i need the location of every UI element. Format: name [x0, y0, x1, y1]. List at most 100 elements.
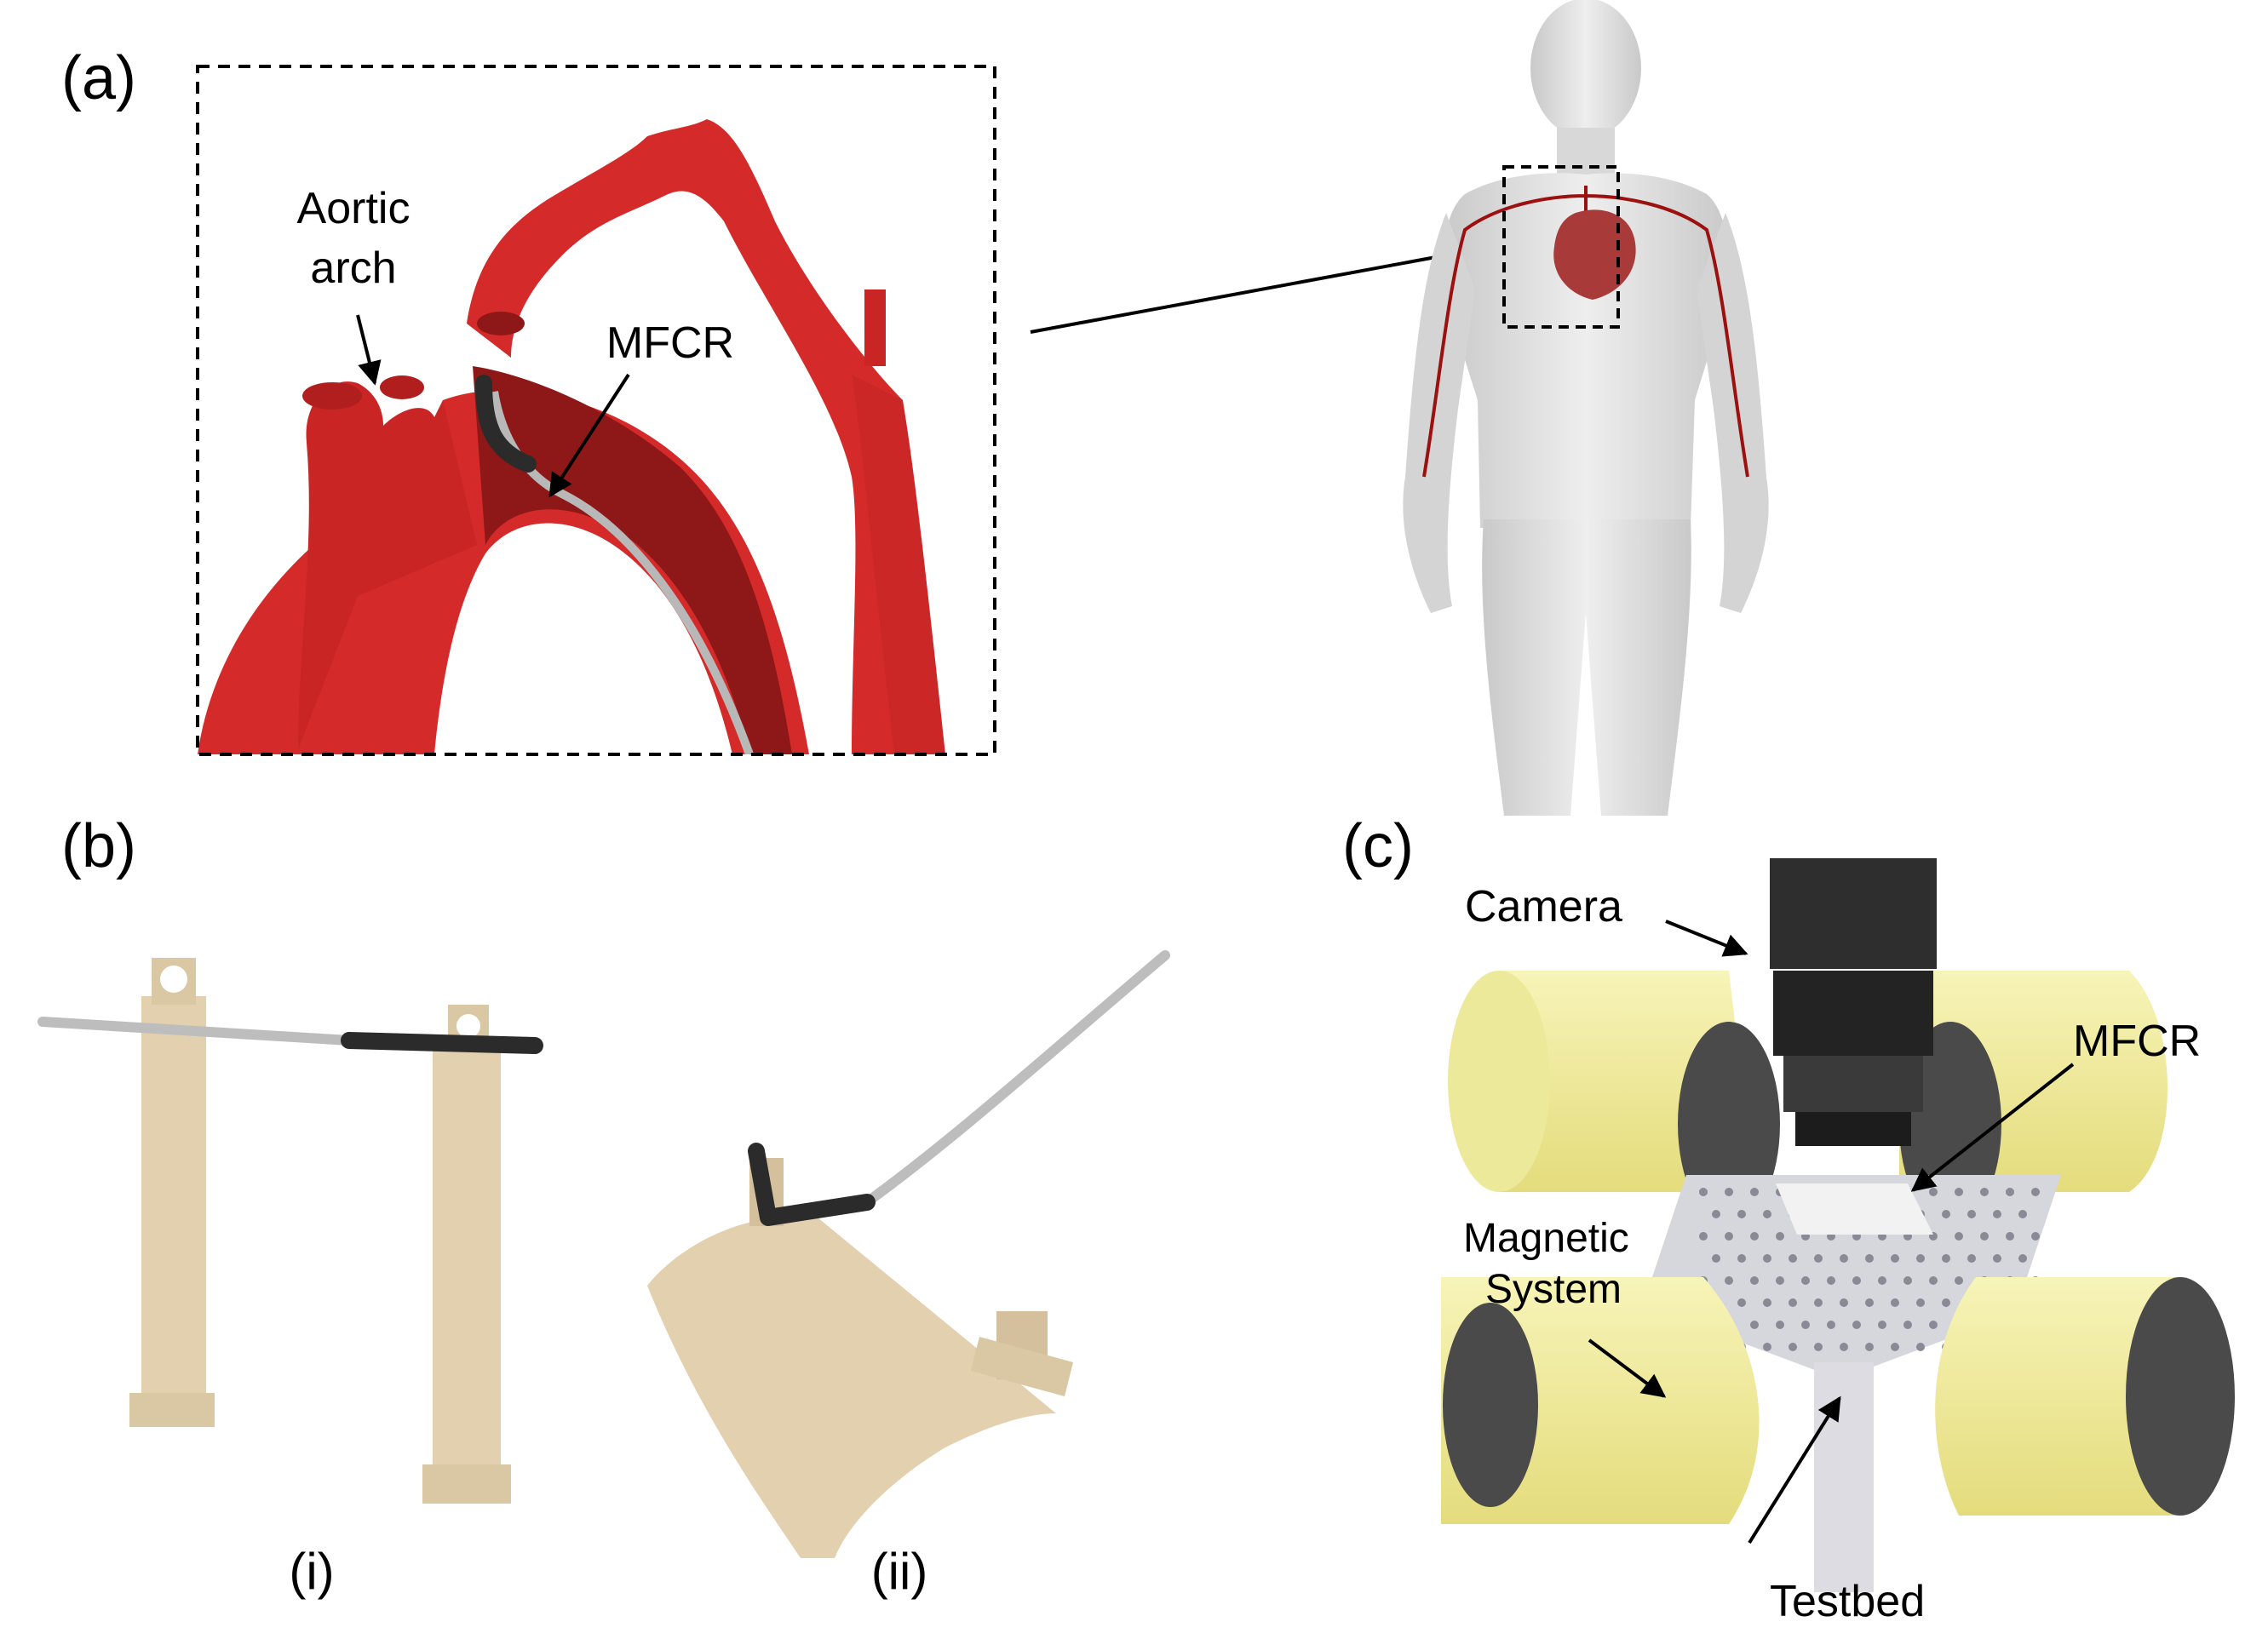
plate-hole [1776, 1276, 1784, 1285]
plate-hole [1763, 1298, 1771, 1307]
plate-hole [1789, 1343, 1797, 1351]
plate-hole [1737, 1210, 1746, 1218]
plate-hole [1750, 1276, 1759, 1285]
plate-hole [1929, 1321, 1938, 1329]
body-zoom-box [1502, 165, 1620, 329]
front-right-coil-bore-icon [2126, 1277, 2235, 1516]
plate-hole [2006, 1188, 2014, 1196]
plate-hole [1763, 1210, 1771, 1218]
plate-hole [1980, 1188, 1989, 1196]
plate-hole [1776, 1232, 1784, 1241]
aortic-arch-arrow [356, 314, 382, 386]
plate-hole [1737, 1298, 1746, 1307]
plate-hole [1801, 1276, 1810, 1285]
plate-hole [1929, 1276, 1938, 1285]
plate-hole [1955, 1232, 1963, 1241]
plate-hole [1840, 1343, 1848, 1351]
plate-hole [1993, 1210, 2001, 1218]
catheter-shaft-i [37, 1017, 354, 1046]
plate-hole [1967, 1210, 1976, 1218]
plate-hole [1814, 1343, 1823, 1351]
plate-hole [1955, 1276, 1963, 1285]
panel-b: (b) (i) (ii) [37, 812, 1170, 1600]
front-left-coil-bore-icon [1443, 1303, 1538, 1507]
magnetic-system-label-line1: Magnetic [1463, 1216, 1629, 1261]
plate-hole [1916, 1254, 1925, 1263]
plate-hole [1916, 1298, 1925, 1307]
plate-hole [1852, 1276, 1861, 1285]
plate-hole [1750, 1232, 1759, 1241]
front-right-coil-icon [1935, 1277, 2180, 1516]
plate-hole [2006, 1232, 2014, 1241]
plate-hole [1763, 1343, 1771, 1351]
plate-hole [1699, 1232, 1708, 1241]
magnetic-system-arrow [1588, 1338, 1667, 1398]
zoom-box-frame [196, 65, 996, 756]
curved-channel-icon [647, 1158, 1073, 1558]
plate-hole [1725, 1188, 1733, 1196]
panel-a: (a) Aortic arch MFCR [61, 0, 1769, 816]
plate-hole [1801, 1321, 1810, 1329]
mfcr-arrow-a [548, 373, 630, 498]
plate-hole [1891, 1254, 1899, 1263]
magnetic-system-label-line2: System [1485, 1267, 1622, 1312]
plate-hole [1750, 1321, 1759, 1329]
plate-hole [1725, 1276, 1733, 1285]
heart-icon [1553, 209, 1636, 300]
plate-hole [1865, 1298, 1874, 1307]
pillar-fixture-icon [129, 958, 511, 1504]
plate-hole [1827, 1276, 1835, 1285]
aorta-model-icon [198, 119, 945, 754]
plate-hole [1763, 1254, 1771, 1263]
human-body-icon [1403, 0, 1769, 816]
plate-hole [1942, 1254, 1950, 1263]
plate-hole [1865, 1254, 1874, 1263]
plate-hole [1712, 1210, 1720, 1218]
plate-hole [1712, 1254, 1720, 1263]
aortic-arch-label-line1: Aortic [297, 184, 411, 233]
catheter-tip-i [341, 1032, 543, 1054]
catheter-tip-ii [748, 1143, 876, 1226]
plate-hole [1903, 1276, 1912, 1285]
zoom-link-arrow [1030, 240, 1484, 334]
plate-hole [1891, 1298, 1899, 1307]
mfcr-arrow-c [1910, 1063, 2075, 1192]
plate-hole [1993, 1254, 2001, 1263]
plate-hole [1942, 1210, 1950, 1218]
mfcr-label-c: MFCR [2073, 1017, 2201, 1066]
panel-b-tag: (b) [61, 812, 136, 880]
plate-hole [1814, 1298, 1823, 1307]
camera-label: Camera [1465, 882, 1622, 931]
plate-hole [1750, 1188, 1759, 1196]
catheter-shaft-ii [862, 950, 1170, 1207]
camera-arrow [1665, 920, 1748, 957]
sub-ii-label: (ii) [871, 1543, 928, 1600]
plate-hole [1725, 1232, 1733, 1241]
plate-hole [1827, 1321, 1835, 1329]
aortic-arch-label-line2: arch [310, 244, 396, 293]
plate-hole [1840, 1298, 1848, 1307]
plate-hole [1955, 1188, 1963, 1196]
plate-hole [1737, 1254, 1746, 1263]
testbed-label: Testbed [1770, 1577, 1925, 1626]
plate-hole [1878, 1276, 1886, 1285]
plate-hole [1865, 1343, 1874, 1351]
testbed-arrow [1748, 1395, 1841, 1544]
plate-hole [1942, 1298, 1950, 1307]
plate-hole [1789, 1298, 1797, 1307]
camera-icon [1770, 858, 1937, 1146]
sub-i-label: (i) [289, 1543, 334, 1600]
plate-hole [2018, 1254, 2027, 1263]
plate-hole [1840, 1254, 1848, 1263]
plate-hole [2031, 1188, 2040, 1196]
plate-hole [2031, 1232, 2040, 1241]
panel-c: (c) Camera MFCR [1342, 812, 2235, 1626]
plate-hole [1814, 1254, 1823, 1263]
mfcr-label-a: MFCR [606, 318, 734, 368]
panel-c-tag: (c) [1342, 812, 1414, 880]
plate-hole [1967, 1254, 1976, 1263]
plate-hole [1699, 1188, 1708, 1196]
panel-a-tag: (a) [61, 44, 136, 112]
plate-hole [1916, 1343, 1925, 1351]
